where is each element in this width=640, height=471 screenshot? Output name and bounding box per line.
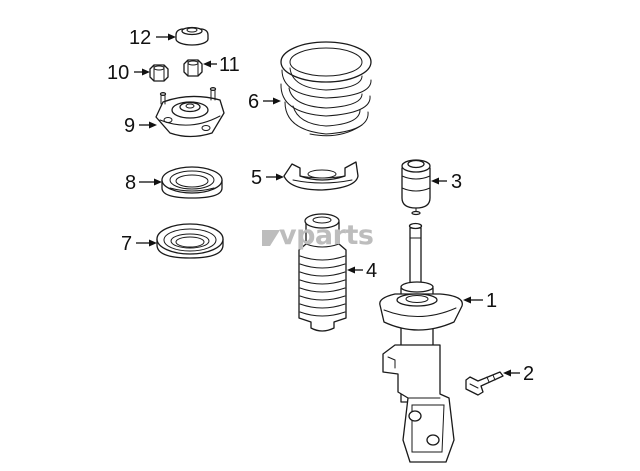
callout-10: 10 xyxy=(107,62,129,84)
part-7-insulator xyxy=(156,223,224,259)
callout-leaders xyxy=(134,33,520,377)
callout-2: 2 xyxy=(523,363,534,385)
part-8-bearing xyxy=(161,166,223,199)
callout-6: 6 xyxy=(248,91,259,113)
callout-1: 1 xyxy=(486,290,497,312)
callout-11: 11 xyxy=(219,54,240,76)
part-9-upper-mount xyxy=(155,87,225,138)
callout-7: 7 xyxy=(121,233,132,255)
part-1-strut xyxy=(379,222,463,463)
callout-4: 4 xyxy=(366,260,377,282)
watermark-text: vparts xyxy=(279,220,373,251)
part-4-dust-boot xyxy=(298,213,347,332)
callout-labels: 12 11 10 9 6 8 5 3 7 4 1 2 xyxy=(107,27,534,385)
part-3-bump-stop xyxy=(401,159,431,216)
part-11-nut xyxy=(183,59,203,77)
part-12-cap xyxy=(175,26,209,46)
callout-3: 3 xyxy=(451,171,462,193)
callout-8: 8 xyxy=(125,172,136,194)
callout-12: 12 xyxy=(129,27,151,49)
callout-5: 5 xyxy=(251,167,262,189)
watermark-logo xyxy=(262,230,280,246)
part-5-spring-seat xyxy=(283,161,359,191)
part-6-coil-spring xyxy=(280,41,372,137)
part-10-nut xyxy=(149,64,169,82)
watermark: vparts xyxy=(262,220,374,251)
callout-9: 9 xyxy=(124,115,135,137)
part-2-bolt xyxy=(465,371,504,396)
